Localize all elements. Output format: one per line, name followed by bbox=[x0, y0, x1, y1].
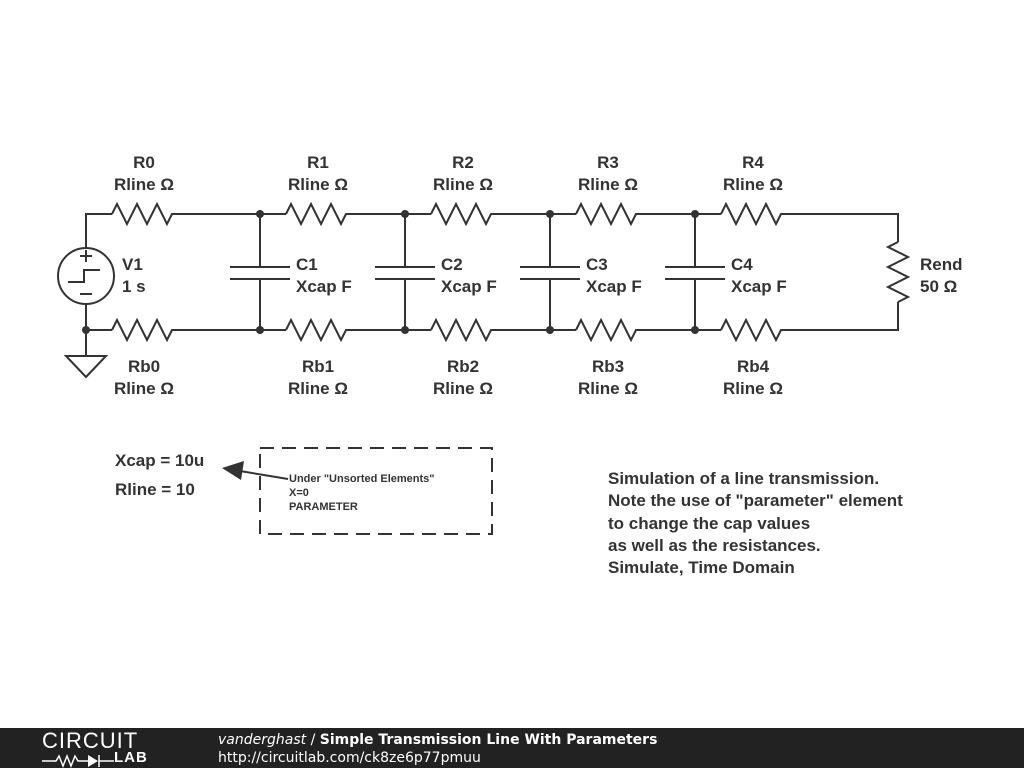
param-note-box[interactable] bbox=[259, 447, 493, 535]
resistor-rb1[interactable] bbox=[285, 317, 352, 343]
rb4-value-label: Rline Ω bbox=[723, 379, 783, 398]
param-arrow bbox=[222, 461, 289, 480]
description-line-3: to change the cap values bbox=[608, 514, 810, 533]
logo-lab-text: LAB bbox=[114, 749, 148, 766]
resistor-rb4[interactable] bbox=[720, 317, 787, 343]
r4-name-label: R4 bbox=[742, 153, 764, 172]
param-rline-label[interactable]: Rline = 10 bbox=[115, 480, 195, 499]
c3-value-label: Xcap F bbox=[586, 277, 642, 296]
author-link[interactable]: vanderghast bbox=[218, 732, 307, 748]
description-line-1: Simulation of a line transmission. bbox=[608, 469, 879, 488]
logo-circuit-text: CIRCUIT bbox=[42, 728, 139, 753]
param-note-line2: X=0 bbox=[289, 487, 309, 499]
c1-value-label: Xcap F bbox=[296, 277, 352, 296]
r3-value-label: Rline Ω bbox=[578, 175, 638, 194]
resistor-rb2[interactable] bbox=[430, 317, 497, 343]
circuit-url[interactable]: http://circuitlab.com/ck8ze6p77pmuu bbox=[218, 750, 481, 766]
bottom-rail bbox=[85, 302, 899, 331]
r2-value-label: Rline Ω bbox=[433, 175, 493, 194]
rb1-name-label: Rb1 bbox=[302, 357, 334, 376]
c1-name-label: C1 bbox=[296, 255, 318, 274]
resistor-rb3[interactable] bbox=[575, 317, 642, 343]
c3-name-label: C3 bbox=[586, 255, 608, 274]
capacitor-c3[interactable] bbox=[520, 214, 580, 330]
c4-value-label: Xcap F bbox=[731, 277, 787, 296]
param-note-line1: Under "Unsorted Elements" bbox=[289, 473, 435, 485]
description-line-5: Simulate, Time Domain bbox=[608, 558, 795, 577]
description-line-4: as well as the resistances. bbox=[608, 536, 821, 555]
footer-title-line: vanderghast / Simple Transmission Line W… bbox=[218, 731, 657, 749]
c2-name-label: C2 bbox=[441, 255, 463, 274]
rb2-name-label: Rb2 bbox=[447, 357, 479, 376]
circuit-title[interactable]: Simple Transmission Line With Parameters bbox=[319, 732, 658, 748]
resistor-r1[interactable] bbox=[285, 201, 352, 227]
r3-name-label: R3 bbox=[597, 153, 619, 172]
description-line-2: Note the use of "parameter" element bbox=[608, 491, 903, 510]
r2-name-label: R2 bbox=[452, 153, 474, 172]
capacitor-c1[interactable] bbox=[230, 214, 290, 330]
r0-value-label: Rline Ω bbox=[114, 175, 174, 194]
param-xcap-label[interactable]: Xcap = 10u bbox=[115, 451, 204, 470]
rend-value-label: 50 Ω bbox=[920, 277, 957, 296]
v1-value-label: 1 s bbox=[122, 277, 146, 296]
resistor-r4[interactable] bbox=[720, 201, 787, 227]
resistor-r0[interactable] bbox=[111, 201, 178, 227]
v1-name-label: V1 bbox=[122, 255, 143, 274]
voltage-source-v1[interactable] bbox=[57, 247, 115, 305]
r1-name-label: R1 bbox=[307, 153, 329, 172]
logo-resistor-diode-icon bbox=[42, 753, 114, 768]
resistor-rend[interactable] bbox=[885, 241, 911, 303]
capacitor-c4[interactable] bbox=[665, 214, 725, 330]
rb2-value-label: Rline Ω bbox=[433, 379, 493, 398]
rb1-value-label: Rline Ω bbox=[288, 379, 348, 398]
r1-value-label: Rline Ω bbox=[288, 175, 348, 194]
schematic-canvas: R0 Rline Ω R1 Rline Ω R2 Rline Ω R3 Rlin… bbox=[57, 153, 963, 577]
r4-value-label: Rline Ω bbox=[723, 175, 783, 194]
junction-dots bbox=[82, 210, 699, 334]
resistor-r2[interactable] bbox=[430, 201, 497, 227]
rb0-value-label: Rline Ω bbox=[114, 379, 174, 398]
c4-name-label: C4 bbox=[731, 255, 753, 274]
param-note-line3: PARAMETER bbox=[289, 501, 358, 513]
footer-bar: CIRCUIT LAB vanderghast / Simple Transmi… bbox=[0, 728, 1024, 768]
circuitlab-logo[interactable]: CIRCUIT LAB bbox=[42, 728, 178, 768]
capacitor-c2[interactable] bbox=[375, 214, 435, 330]
rb0-name-label: Rb0 bbox=[128, 357, 160, 376]
resistor-rb0[interactable] bbox=[111, 317, 178, 343]
rb4-name-label: Rb4 bbox=[737, 357, 770, 376]
r0-name-label: R0 bbox=[133, 153, 155, 172]
footer-text: vanderghast / Simple Transmission Line W… bbox=[218, 731, 657, 767]
rend-name-label: Rend bbox=[920, 255, 963, 274]
c2-value-label: Xcap F bbox=[441, 277, 497, 296]
top-rail bbox=[85, 213, 899, 248]
rb3-value-label: Rline Ω bbox=[578, 379, 638, 398]
title-separator: / bbox=[306, 732, 320, 748]
resistor-r3[interactable] bbox=[575, 201, 642, 227]
rb3-name-label: Rb3 bbox=[592, 357, 624, 376]
ground-symbol[interactable] bbox=[63, 330, 109, 379]
